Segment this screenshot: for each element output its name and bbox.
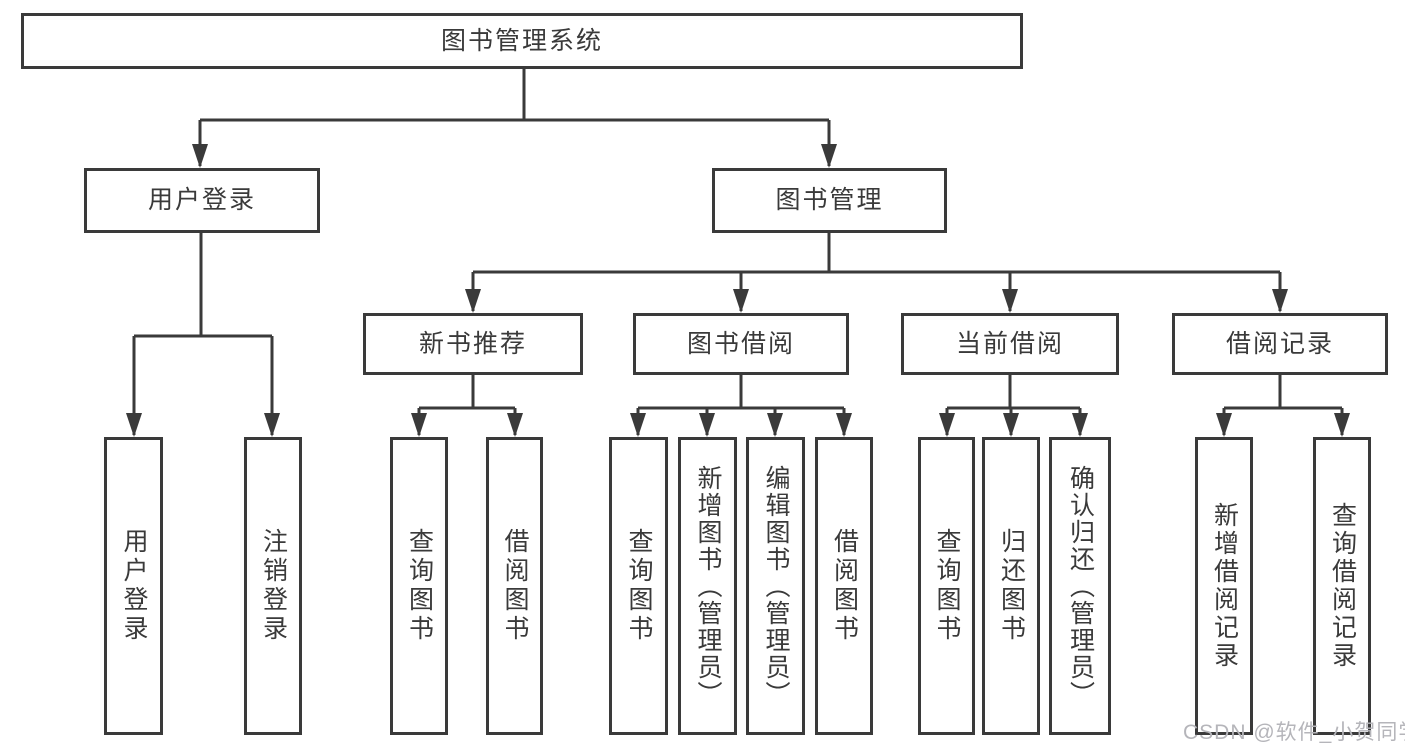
node-current-borrow: 当前借阅 (901, 313, 1119, 375)
leaf-query-books-current: 查询图书 (918, 437, 975, 735)
leaf-add-borrow-record: 新增借阅记录 (1195, 437, 1253, 735)
node-root-library-system: 图书管理系统 (21, 13, 1023, 69)
leaf-borrow-books-recommend: 借阅图书 (486, 437, 543, 735)
leaf-return-books: 归还图书 (982, 437, 1040, 735)
leaf-query-books-recommend: 查询图书 (390, 437, 448, 735)
node-new-book-recommend: 新书推荐 (363, 313, 583, 375)
leaf-query-borrow-record: 查询借阅记录 (1313, 437, 1371, 735)
csdn-watermark: CSDN @软件_小贺同学 (1183, 721, 1405, 744)
leaf-confirm-return-admin: 确认归还（管理员） (1049, 437, 1111, 735)
node-user-login: 用户登录 (84, 168, 320, 233)
leaf-query-books-borrow: 查询图书 (609, 437, 668, 735)
leaf-edit-books-admin: 编辑图书（管理员） (746, 437, 805, 735)
node-book-borrow: 图书借阅 (633, 313, 849, 375)
leaf-borrow-books: 借阅图书 (815, 437, 873, 735)
leaf-add-books-admin: 新增图书（管理员） (678, 437, 737, 735)
leaf-user-login: 用户登录 (104, 437, 163, 735)
node-borrow-records: 借阅记录 (1172, 313, 1388, 375)
leaf-logout: 注销登录 (244, 437, 302, 735)
node-book-management: 图书管理 (712, 168, 947, 233)
